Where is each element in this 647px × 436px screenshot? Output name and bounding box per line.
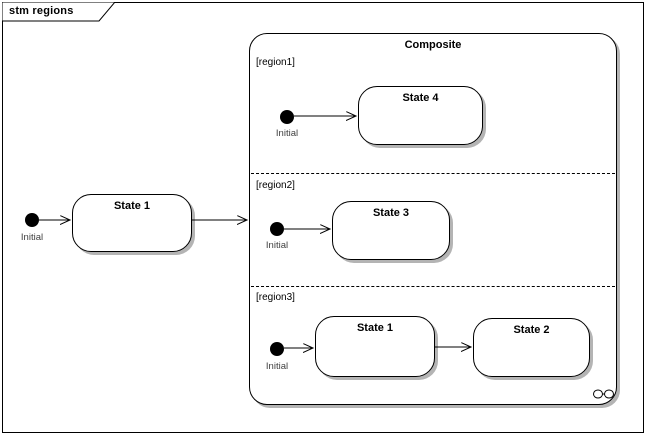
region-separator-2 — [251, 286, 615, 287]
region3-label: [region3] — [256, 292, 295, 303]
initial-label-region1: Initial — [275, 128, 299, 139]
state-state2-title: State 2 — [513, 324, 550, 336]
initial-node-region1[interactable] — [280, 110, 294, 124]
state-state4-title: State 4 — [402, 92, 439, 104]
region1-label: [region1] — [256, 57, 295, 68]
frame-title: stm regions — [9, 5, 74, 17]
state-region3-state1-title: State 1 — [356, 322, 394, 334]
state-main-state1[interactable]: State 1 — [72, 194, 192, 252]
initial-node-region3[interactable] — [270, 342, 284, 356]
state-state2[interactable]: State 2 — [473, 318, 590, 377]
composite-state-title: Composite — [404, 39, 462, 51]
region-separator-1 — [251, 173, 615, 174]
state-main-state1-title: State 1 — [113, 200, 151, 212]
initial-label-main: Initial — [20, 232, 44, 243]
frame-tab-shape — [2, 2, 116, 22]
state-state4[interactable]: State 4 — [358, 86, 483, 145]
state-state3[interactable]: State 3 — [332, 201, 450, 260]
initial-label-region3: Initial — [265, 361, 289, 372]
initial-label-region2: Initial — [265, 240, 289, 251]
region2-label: [region2] — [256, 180, 295, 191]
initial-node-region2[interactable] — [270, 222, 284, 236]
state-state3-title: State 3 — [372, 207, 410, 219]
state-region3-state1[interactable]: State 1 — [315, 316, 435, 377]
frame-tab — [2, 2, 116, 22]
initial-node-main[interactable] — [25, 213, 39, 227]
